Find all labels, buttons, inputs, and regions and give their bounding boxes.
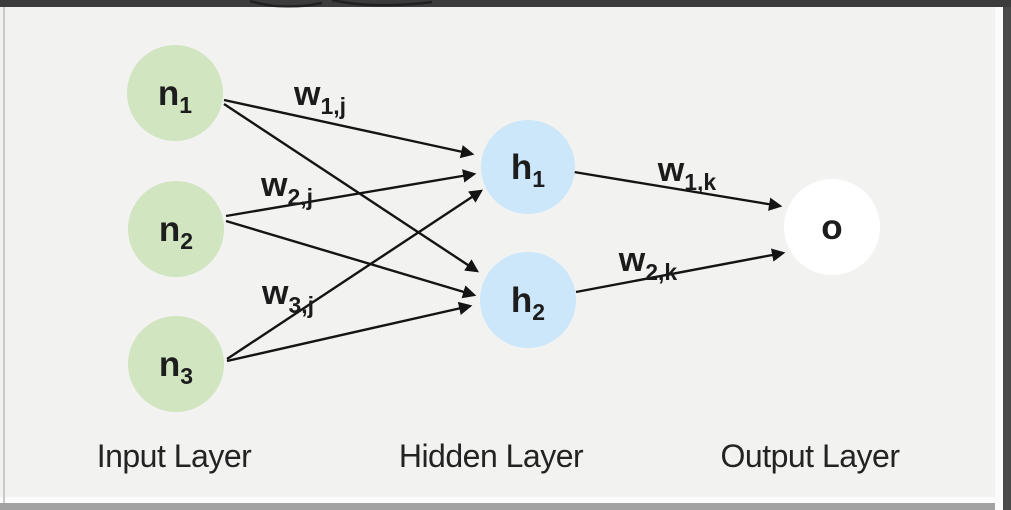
top-bar-scribble-remnant [249,0,433,8]
edge-n2-h2 [225,219,477,299]
hidden-node-h1 [481,120,575,214]
output-layer-caption: Output Layer [721,438,901,474]
node-label-h2: h2 [511,281,545,325]
right-highlight-strip [995,7,1003,510]
edge-n3-h1 [226,189,484,361]
weight-label-base: w [261,274,289,312]
weight-label-w3j: w3,j [261,274,314,318]
output-node-o [784,179,880,275]
edge-n2-h1 [225,169,477,218]
node-label-n1: n1 [158,74,192,118]
node-label-base: o [821,208,842,247]
weight-label-base: w [260,166,288,204]
node-label-n2: n2 [159,210,193,254]
node-label-sub: 1 [179,92,192,118]
weight-label-sub: 2,k [645,259,677,285]
hidden-layer-caption: Hidden Layer [399,438,584,474]
weight-label-base: w [618,241,646,279]
node-label-o: o [821,208,842,247]
node-label-h1: h1 [511,148,545,192]
input-node-n2 [128,181,224,277]
node-label-sub: 2 [532,299,545,325]
node-label-sub: 2 [180,228,193,254]
weight-label-w1j: w1,j [293,75,346,119]
hidden-node-h2 [480,252,576,348]
edge-n1-h2 [223,102,480,273]
node-label-sub: 1 [532,166,545,192]
weight-label-base: w [293,75,321,113]
weight-label-w1k: w1,k [657,151,717,195]
weight-label-base: w [657,151,685,189]
bottom-highlight-strip [0,497,995,503]
weight-label-w2k: w2,k [618,241,678,285]
edge-h1-o [573,170,783,211]
node-label-base: h [511,281,532,320]
weight-label-sub: 1,j [320,93,346,119]
input-layer-caption: Input Layer [97,438,252,474]
edge-h2-o [575,248,786,294]
weight-label-sub: 1,k [684,169,716,195]
edge-n1-h1 [223,98,475,159]
top-bar [0,0,1011,7]
node-label-base: n [158,74,179,113]
right-bar [1003,0,1011,510]
left-border-line [3,7,5,503]
bottom-bar [0,503,1011,510]
node-label-base: h [511,148,532,187]
edge-n3-h2 [226,301,473,363]
weight-label-sub: 3,j [288,292,314,318]
weight-label-w2j: w2,j [260,166,313,210]
input-node-n3 [128,316,224,412]
input-node-n1 [127,45,223,141]
node-label-base: n [159,345,180,384]
node-label-sub: 3 [180,363,193,389]
weight-label-sub: 2,j [287,184,313,210]
node-label-base: n [159,210,180,249]
node-label-n3: n3 [159,345,193,389]
